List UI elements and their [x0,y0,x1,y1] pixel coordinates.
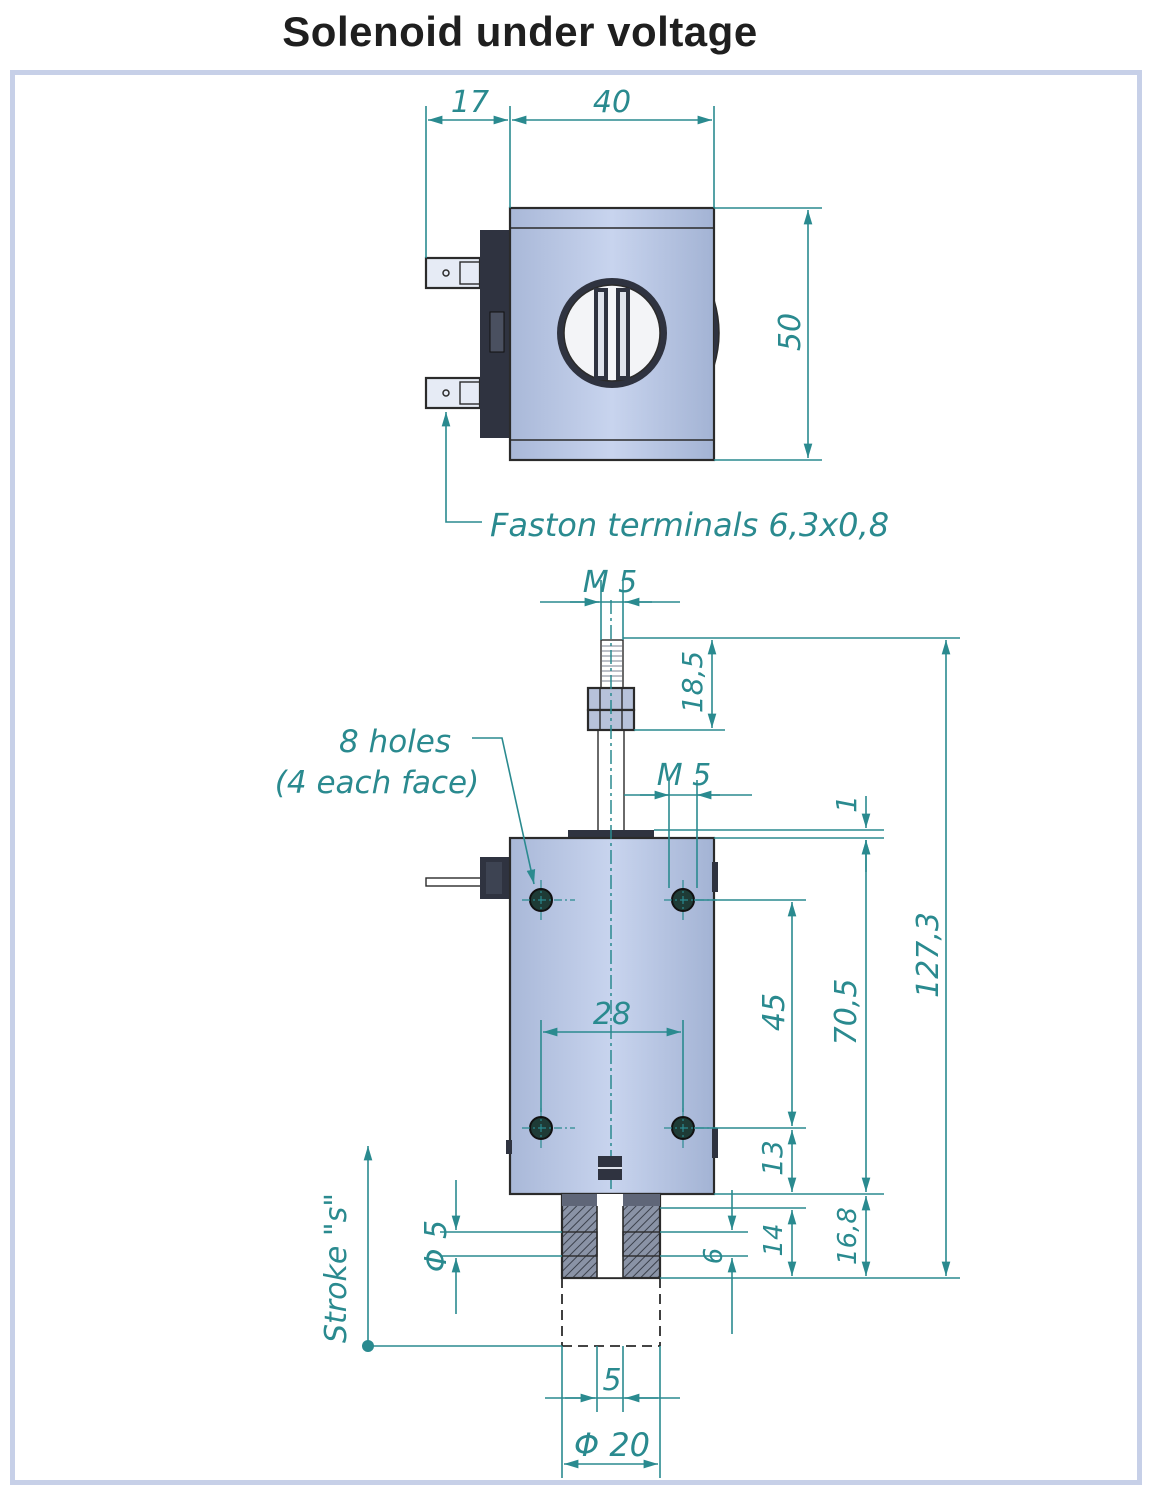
plunger [560,1192,662,1280]
dim-terminal-width: 17 [451,85,489,120]
page-title: Solenoid under voltage [282,8,758,55]
faston-terminal-lower [424,376,483,410]
faston-terminal-upper [424,256,483,290]
dim-plunger-168: 16,8 [833,1207,863,1265]
dim-body-height-front: 70,5 [829,979,864,1046]
dim-plunger-14: 14 [759,1223,789,1256]
stroke-extension [561,1278,661,1347]
stroke-label: Stroke "s" [319,1193,354,1343]
dim-hole-spacing-v: 45 [757,993,792,1031]
dim-pin-diameter: Φ 5 [419,1220,454,1272]
dim-slot-width: 5 [602,1363,621,1398]
top-view: 17 40 50 Faston terminals 6,3x0,8 [424,85,889,544]
holes-note-line1: 8 holes [339,724,451,760]
faston-terminals-note: Faston terminals 6,3x0,8 [490,506,889,544]
dim-hole-thread: M 5 [657,758,712,793]
dim-overall-height: 127,3 [911,912,946,998]
dim-hole-spacing-h: 28 [593,997,631,1032]
front-view: M 5 18,5 8 holes (4 each face) M 5 1 28 … [275,565,960,1478]
dim-slot-6: 6 [699,1248,729,1265]
dim-body-width: 40 [593,85,631,120]
dim-hole-bottom: 13 [756,1140,789,1176]
dim-top-offset: 1 [830,795,863,813]
dim-body-height-top: 50 [773,313,808,351]
dim-stud-length: 18,5 [676,651,709,713]
dim-plunger-diameter: Φ 20 [574,1426,650,1464]
side-terminal [425,877,485,887]
dim-stud-thread: M 5 [583,565,638,600]
holes-note-line2: (4 each face) [275,765,479,801]
